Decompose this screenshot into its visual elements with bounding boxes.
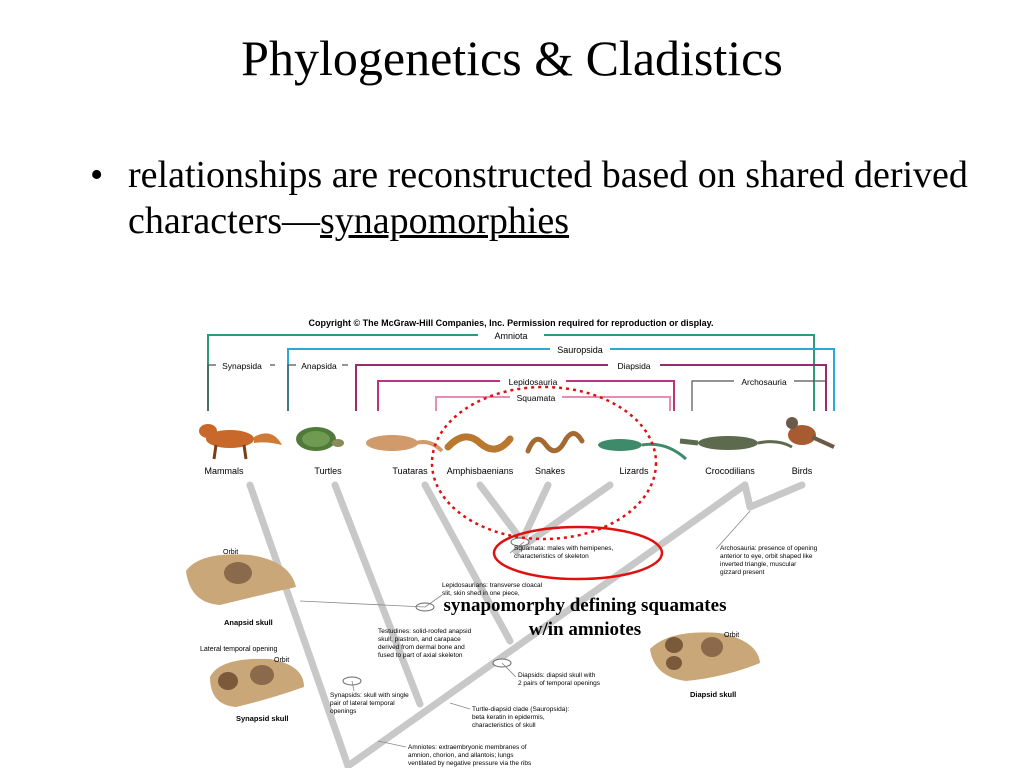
amphisbaenian-illustration [444,433,514,453]
clade-label-lepidosauria: Lepidosauria [509,377,558,387]
annotation-testudines: Testudines: solid-roofed anapsid skull, … [378,628,473,659]
clade-label-amniota: Amniota [494,331,527,341]
annotation-leaders [299,510,751,748]
tree-branch-lizards [512,481,614,555]
bullet-item: • relationships are reconstructed based … [90,153,970,244]
snake-illustration [525,431,585,454]
callout-line-1: synapomorphy defining squamates [443,595,727,616]
tree-branch-mammals [246,481,352,768]
taxon-label-turtles: Turtles [314,466,342,476]
slide-title: Phylogenetics & Cladistics [241,30,783,86]
callout-line-2: w/in amniotes [528,618,642,640]
tree-branch-crocodilians [741,481,754,511]
taxon-label-mammals: Mammals [204,466,244,476]
clade-bracket-squamata: Squamata [435,391,671,411]
mammal-fox-illustration [199,424,282,460]
clade-label-squamata: Squamata [517,393,556,403]
tree-branch-tuataras [421,481,514,645]
squamata-dotted-highlight [430,385,658,541]
skull-label-orbit-2: Orbit [274,657,289,664]
taxon-label-crocodilians: Crocodilians [705,466,755,476]
cladogram-svg: Copyright © The McGraw-Hill Companies, I… [186,318,835,768]
annotation-synapsids: Synapsids: skull with single pair of lat… [330,692,411,715]
clade-bracket-diapsida: Diapsida [355,359,827,411]
clade-label-anapsida: Anapsida [301,361,337,371]
taxon-label-lizards: Lizards [619,466,649,476]
taxon-label-amphisbaenians: Amphisbaenians [447,466,514,476]
synapsid-skull-illustration: Lateral temporal opening Orbit Synapsid … [200,646,304,723]
skull-label-orbit-3: Orbit [724,632,739,639]
skull-caption-diapsid: Diapsid skull [690,690,736,699]
clade-bracket-synapsida: Synapsida [207,359,275,411]
diapsid-skull-illustration: Orbit Diapsid skull [650,632,760,699]
bullet-text: relationships are reconstructed based on… [128,153,970,244]
taxon-label-snakes: Snakes [535,466,566,476]
clade-label-sauropsida: Sauropsida [557,345,603,355]
clade-label-diapsida: Diapsida [617,361,650,371]
clade-bracket-anapsida: Anapsida [287,359,348,411]
bullet-text-main: relationships are reconstructed based on… [128,154,968,242]
taxon-label-birds: Birds [792,466,813,476]
clade-bracket-lepidosauria: Lepidosauria [377,375,675,411]
bird-illustration [786,417,835,449]
callout-text: synapomorphy defining squamates w/in amn… [380,594,790,642]
anapsid-skull-illustration: Orbit Anapsid skull [186,549,296,627]
taxon-label-tuataras: Tuataras [392,466,428,476]
annotation-lepidosaurians: Lepidosaurians: transverse cloacal slit,… [442,582,544,597]
turtle-illustration [296,427,344,451]
skull-label-orbit-1: Orbit [223,549,238,556]
squamata-synapomorphy-highlight [492,525,664,581]
node-marker-squamata [510,537,530,547]
clade-label-synapsida: Synapsida [222,361,262,371]
crocodilian-illustration [679,436,793,450]
copyright-notice: Copyright © The McGraw-Hill Companies, I… [308,318,713,328]
tree-branch-amphisbaenians [476,481,526,545]
clade-label-archosauria: Archosauria [741,377,787,387]
clade-bracket-archosauria: Archosauria [691,375,826,411]
tree-trunk [344,481,749,768]
synapomorphies-term: synapomorphies [320,199,570,242]
annotation-turtle-diapsid-clade: Turtle-diapsid clade (Sauropsida): beta … [472,706,571,729]
cladogram-figure: Copyright © The McGraw-Hill Companies, I… [180,311,842,768]
annotation-squamata: Squamata: males with hemipenes, characte… [514,545,615,560]
skull-label-lateral-temporal-opening-1: Lateral temporal opening [200,646,278,653]
annotation-diapsids: Diapsids: diapsid skull with 2 pairs of … [518,672,601,687]
tree-branch-birds [746,481,806,511]
lizard-illustration [598,439,688,461]
bullet-glyph: • [90,154,104,196]
tree-branch-turtles [331,481,424,708]
annotation-archosauria: Archosauria: presence of opening anterio… [720,545,819,576]
skull-caption-anapsid: Anapsid skull [224,618,273,627]
tuatara-illustration [366,435,444,453]
skull-caption-synapsid: Synapsid skull [236,714,289,723]
annotation-amniotes: Amniotes: extraembryonic membranes of am… [408,744,532,767]
cladogram-tree [246,481,806,768]
